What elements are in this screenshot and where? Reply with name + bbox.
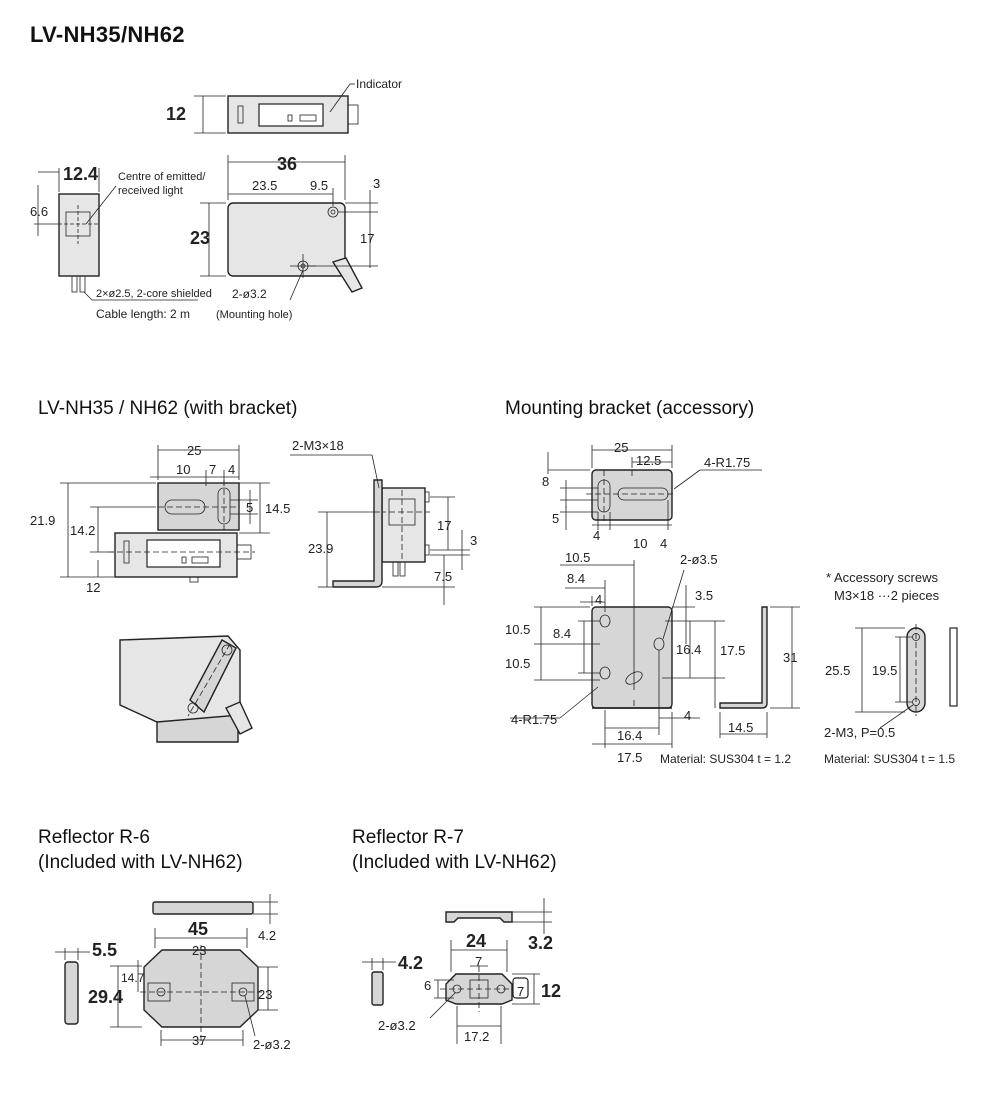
- wb-dim-17: 17: [437, 518, 451, 533]
- wb-dim-14-2: 14.2: [70, 523, 95, 538]
- br-hole: 2-ø3.5: [680, 552, 718, 567]
- centre-label-1: Centre of emitted/: [118, 171, 206, 183]
- r7-dim-4-2: 4.2: [398, 953, 423, 973]
- wb-dim-7-5: 7.5: [434, 569, 452, 584]
- br-dim-8-4a: 8.4: [567, 571, 585, 586]
- bracket-front-view: 10.5 8.4 4 2-ø3.5 3.5 10.5 10.5 8.4 16.4…: [505, 550, 791, 766]
- wb-dim-14-5: 14.5: [265, 501, 290, 516]
- dim-width-12-4: 12.4: [63, 164, 98, 184]
- br-dim-4d: 4: [684, 708, 691, 723]
- br-r175-bottom: 4-R1.75: [511, 712, 557, 727]
- br-material: Material: SUS304 t = 1.2: [660, 752, 791, 766]
- screws-dim-19-5: 19.5: [872, 663, 897, 678]
- r6-dim-4-2: 4.2: [258, 928, 276, 943]
- hole-spec: 2-ø3.2: [232, 287, 267, 301]
- br-dim-3-5: 3.5: [695, 588, 713, 603]
- section-subtitle-r7: (Included with LV-NH62): [352, 852, 557, 873]
- r7-dim-7a: 7: [475, 954, 482, 969]
- screws-dim-25-5: 25.5: [825, 663, 850, 678]
- reflector-r6: 4.2 5.5 45 23 29.4 14.7 23 37 2-ø3.2: [55, 894, 291, 1052]
- cable-spec: 2×ø2.5, 2-core shielded: [96, 288, 212, 300]
- br-dim-12-5: 12.5: [636, 453, 661, 468]
- br-dim-10-5b: 10.5: [505, 622, 530, 637]
- section-title-bracket: Mounting bracket (accessory): [505, 398, 755, 419]
- screws-note-2: M3×18 ···2 pieces: [834, 588, 940, 603]
- sensor-front-view: 36 23.5 9.5 3 17 23 2-ø3.2 (Mounting hol…: [190, 154, 380, 321]
- r7-dim-3-2: 3.2: [528, 933, 553, 953]
- wb-dim-23-9: 23.9: [308, 541, 333, 556]
- br-dim-8-4b: 8.4: [553, 626, 571, 641]
- wb-dim-3: 3: [470, 533, 477, 548]
- accessory-screws: * Accessory screws M3×18 ···2 pieces 25.…: [824, 570, 958, 766]
- r7-hole: 2-ø3.2: [378, 1018, 416, 1033]
- wb-dim-10: 10: [176, 462, 190, 477]
- wb-dim-21-9: 21.9: [30, 513, 55, 528]
- wb-dim-5: 5: [246, 500, 253, 515]
- br-dim-16-4v: 16.4: [676, 642, 701, 657]
- br-dim-17-5v: 17.5: [720, 643, 745, 658]
- centre-label-2: received light: [118, 185, 183, 197]
- with-bracket-perspective: [119, 635, 253, 743]
- br-dim-14-5: 14.5: [728, 720, 753, 735]
- br-dim-4b: 4: [660, 536, 667, 551]
- r6-dim-37: 37: [192, 1033, 206, 1048]
- wb-dim-4: 4: [228, 462, 235, 477]
- screws-spec: 2-M3, P=0.5: [824, 725, 895, 740]
- dim-17: 17: [360, 231, 374, 246]
- with-bracket-side-view: 2-M3×18 23.9 17 3 7.5: [290, 438, 477, 605]
- reflector-r7: 3.2 4.2 24 7 6 12 7 2-ø3.2 17.2: [362, 898, 561, 1044]
- screws-note-1: * Accessory screws: [826, 570, 938, 585]
- dim-6-6: 6.6: [30, 204, 48, 219]
- br-dim-8: 8: [542, 474, 549, 489]
- br-dim-10: 10: [633, 536, 647, 551]
- with-bracket-front-view: 25 10 7 4 21.9 14.2 12 14.5 5: [30, 443, 290, 595]
- r7-dim-6: 6: [424, 978, 431, 993]
- bracket-top-view: 25 12.5 4-R1.75 8 5 4 10 4: [542, 440, 762, 551]
- r7-dim-17-2: 17.2: [464, 1029, 489, 1044]
- page-title: LV-NH35/NH62: [30, 22, 185, 47]
- cable-length: Cable length: 2 m: [96, 307, 190, 321]
- br-dim-10-5a: 10.5: [565, 550, 590, 565]
- dim-23-5: 23.5: [252, 178, 277, 193]
- br-dim-25: 25: [614, 440, 628, 455]
- r6-dim-23a: 23: [192, 943, 206, 958]
- indicator-label: Indicator: [356, 77, 402, 91]
- r7-dim-24: 24: [466, 931, 486, 951]
- wb-dim-12: 12: [86, 580, 100, 595]
- wb-dim-7: 7: [209, 462, 216, 477]
- bracket-side-view: 31 14.5: [719, 606, 800, 738]
- dim-height-12: 12: [166, 104, 186, 124]
- sensor-side-view: 12.4 Centre of emitted/ received light 6…: [30, 164, 212, 321]
- section-subtitle-r6: (Included with LV-NH62): [38, 852, 243, 873]
- r6-dim-5-5: 5.5: [92, 940, 117, 960]
- r6-dim-23b: 23: [258, 987, 272, 1002]
- r6-dim-14-7: 14.7: [121, 971, 145, 985]
- br-dim-4a: 4: [593, 528, 600, 543]
- section-title-r6: Reflector R-6: [38, 827, 150, 848]
- br-dim-10-5c: 10.5: [505, 656, 530, 671]
- br-dim-16-4h: 16.4: [617, 728, 642, 743]
- br-r175-top: 4-R1.75: [704, 455, 750, 470]
- r6-dim-29-4: 29.4: [88, 987, 123, 1007]
- wb-screw: 2-M3×18: [292, 438, 344, 453]
- hole-note: (Mounting hole): [216, 309, 292, 321]
- r7-dim-12: 12: [541, 981, 561, 1001]
- dim-9-5: 9.5: [310, 178, 328, 193]
- r6-hole: 2-ø3.2: [253, 1037, 291, 1052]
- section-title-r7: Reflector R-7: [352, 827, 464, 848]
- br-dim-17-5h: 17.5: [617, 750, 642, 765]
- br-dim-31: 31: [783, 650, 797, 665]
- wb-dim-25: 25: [187, 443, 201, 458]
- dim-height-23: 23: [190, 228, 210, 248]
- sensor-top-view: Indicator 12: [166, 77, 402, 134]
- br-dim-5: 5: [552, 511, 559, 526]
- r7-dim-7b: 7: [517, 984, 524, 999]
- screws-material: Material: SUS304 t = 1.5: [824, 752, 955, 766]
- br-dim-4c: 4: [595, 592, 602, 607]
- dim-width-36: 36: [277, 154, 297, 174]
- section-title-with-bracket: LV-NH35 / NH62 (with bracket): [38, 398, 298, 419]
- dim-3: 3: [373, 176, 380, 191]
- r6-dim-45: 45: [188, 919, 208, 939]
